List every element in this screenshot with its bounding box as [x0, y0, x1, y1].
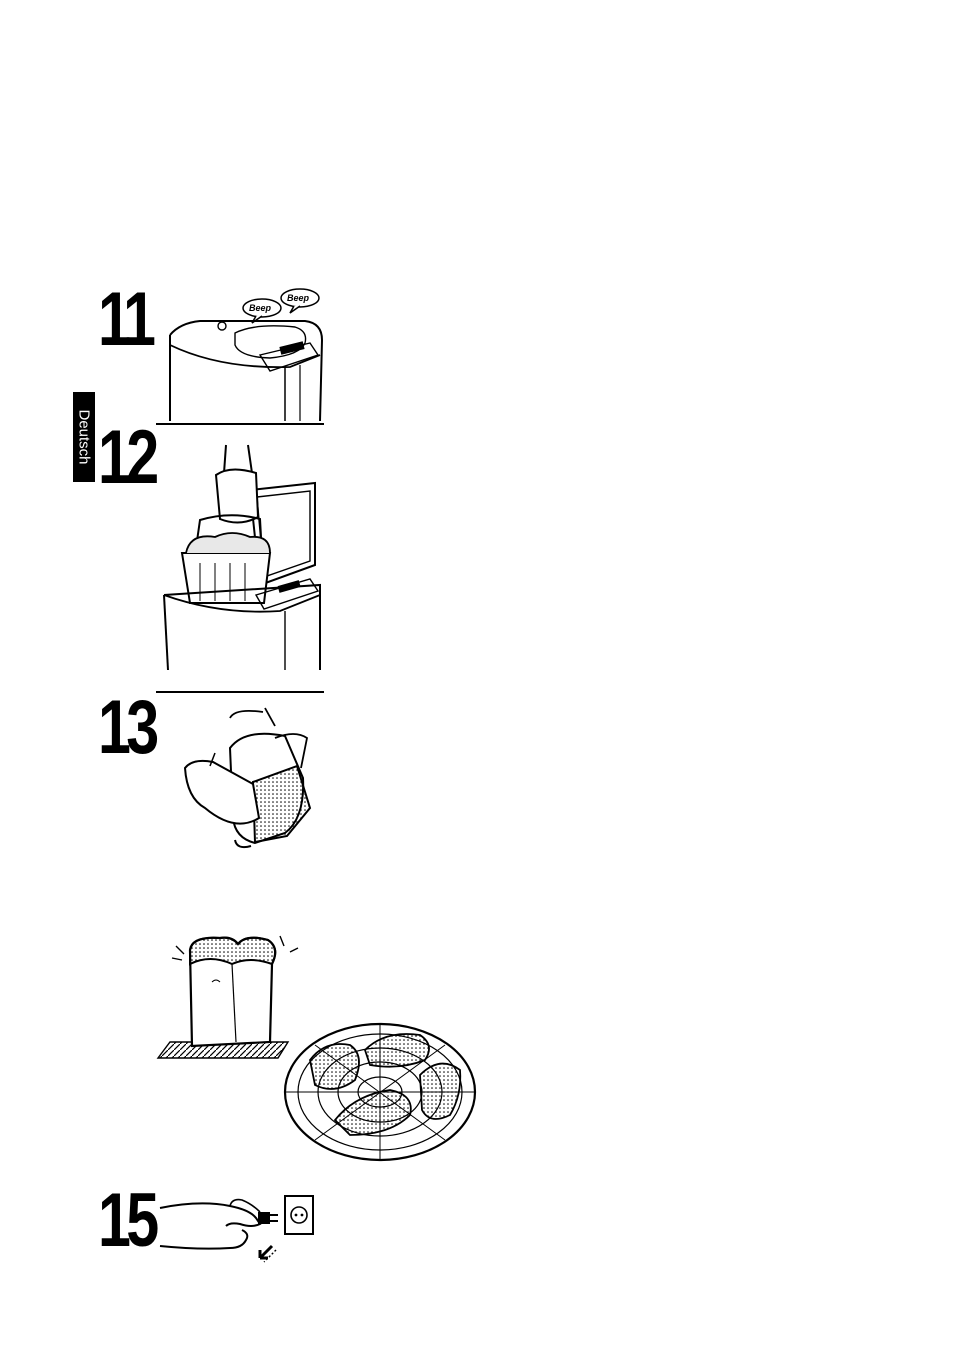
step-number-15: 15: [98, 1183, 155, 1259]
language-tab: Deutsch: [73, 392, 95, 482]
step-number-12: 12: [98, 420, 155, 496]
shaking-out-bread-illustration: [175, 708, 335, 853]
language-tab-label: Deutsch: [76, 409, 93, 464]
bread-maker-beeping-illustration: Beep Beep: [160, 285, 330, 425]
beep-label-1: Beep: [249, 303, 272, 313]
bread-cooling-illustration: [150, 930, 480, 1165]
separator-line: [156, 423, 324, 425]
step-number-13: 13: [98, 690, 155, 766]
unplugging-illustration: [160, 1188, 330, 1278]
separator-line: [156, 691, 324, 693]
removing-bread-pan-illustration: [160, 445, 330, 675]
step-number-11: 11: [98, 282, 151, 358]
beep-label-2: Beep: [287, 293, 310, 303]
